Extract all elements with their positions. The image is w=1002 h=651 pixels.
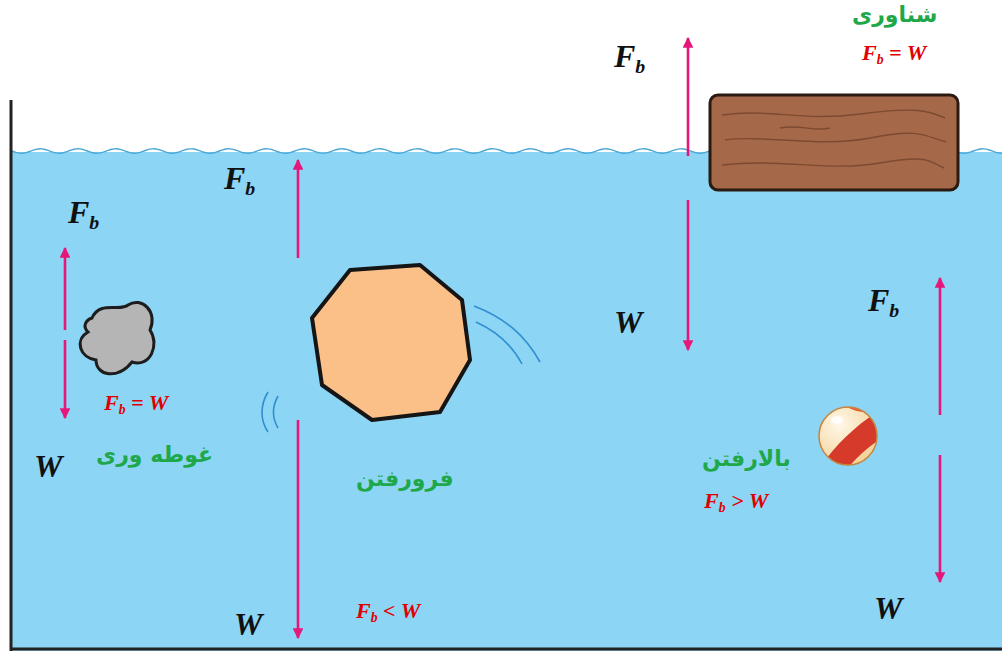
buoyant-force-label: Fb [68, 194, 99, 234]
sinking-stone [312, 265, 470, 420]
force-relation: Fb < W [356, 598, 420, 626]
weight-label: W [874, 590, 902, 627]
beach-ball [808, 394, 895, 480]
water [11, 152, 1002, 651]
buoyant-force-label: Fb [224, 160, 255, 200]
subscript: b [877, 52, 884, 67]
state-name: شناوری [852, 2, 937, 27]
force-relation: Fb = W [104, 390, 168, 418]
force-arrows [65, 38, 940, 638]
symbol: F [614, 38, 635, 74]
motion-lines [262, 306, 540, 432]
relation: = W [884, 40, 927, 65]
state-name: فرورفتن [356, 466, 454, 491]
weight-label: W [614, 304, 642, 341]
subscript: b [119, 402, 126, 417]
subscript: b [719, 500, 726, 515]
state-name: غوطه وری [96, 442, 213, 467]
symbol: F [68, 194, 89, 230]
relation: > W [726, 488, 769, 513]
symbol: F [104, 390, 119, 415]
buoyant-force-label: Fb [868, 282, 899, 322]
weight-label: W [34, 448, 62, 485]
weight-label: W [234, 606, 262, 643]
subscript: b [371, 610, 378, 625]
force-relation: Fb = W [862, 40, 926, 68]
state-name: بالارفتن [702, 446, 791, 471]
grey-rock [80, 302, 154, 373]
symbol: F [356, 598, 371, 623]
symbol: F [704, 488, 719, 513]
symbol: F [862, 40, 877, 65]
wood-grain [722, 110, 946, 168]
relation: = W [126, 390, 169, 415]
symbol: F [868, 282, 889, 318]
wood-block [710, 95, 958, 190]
subscript: b [245, 177, 255, 199]
symbol: F [224, 160, 245, 196]
subscript: b [89, 211, 99, 233]
tank-wall [10, 100, 13, 651]
tank-bottom [11, 648, 1002, 651]
relation: < W [378, 598, 421, 623]
subscript: b [635, 55, 645, 77]
subscript: b [889, 299, 899, 321]
force-relation: Fb > W [704, 488, 768, 516]
buoyant-force-label: Fb [614, 38, 645, 78]
